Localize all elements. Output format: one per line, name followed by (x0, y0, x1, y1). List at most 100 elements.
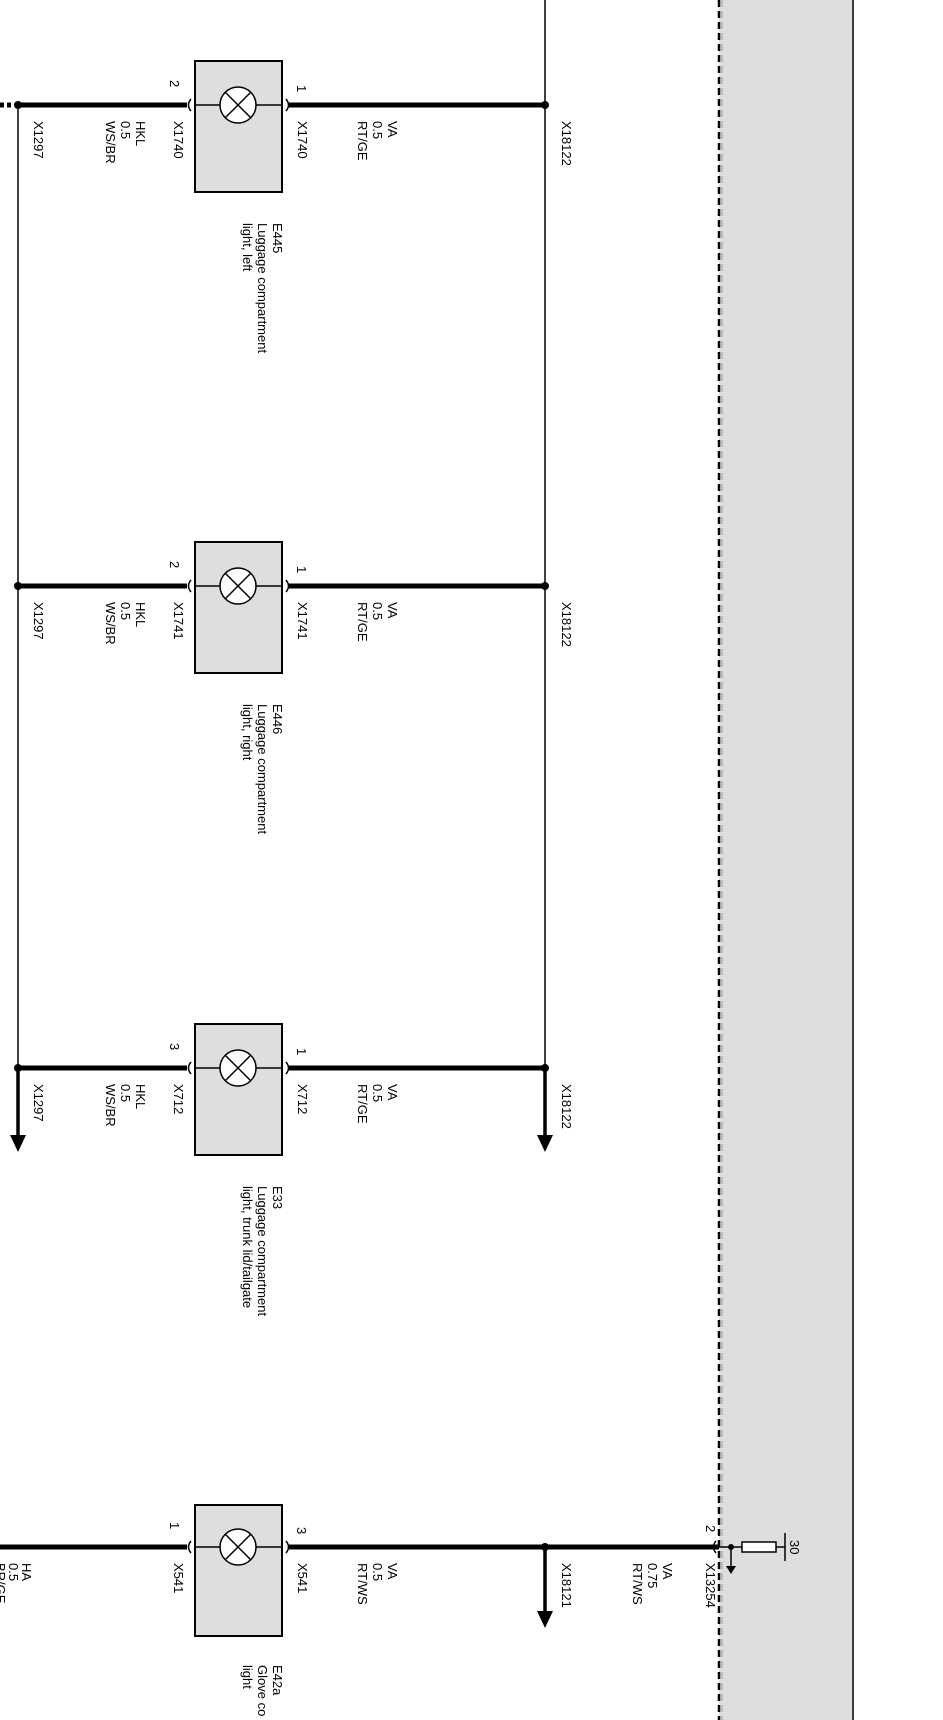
lamp-bulb-cross (224, 1054, 252, 1082)
wire-color-right: RT/GE (355, 602, 370, 642)
lamp-name-line2: light, trunk lid/tailgate (240, 1186, 255, 1308)
splice-dot-right (541, 101, 549, 109)
connector-label-left: X1741 (171, 602, 186, 640)
splice-label-right: X18121 (559, 1563, 574, 1608)
lamp-bulb-cross (224, 572, 252, 600)
splice-dot-right (541, 582, 549, 590)
fuse-wire-color: RT/WS (630, 1563, 645, 1605)
pin-right: 3 (294, 1527, 309, 1534)
splice-label-right: X18122 (559, 1084, 574, 1129)
lamp-name-line2: light, left (240, 223, 255, 272)
wire-code-left: HKL (133, 602, 148, 627)
connector-label-left: X1740 (171, 121, 186, 159)
fuse-wire-code: VA (660, 1563, 675, 1580)
wire-code-left: HKL (133, 121, 148, 146)
wire-code-left: HKL (133, 1084, 148, 1109)
wire-size-right: 0.5 (370, 1084, 385, 1102)
lamp-module (194, 60, 283, 193)
lamp-bulb-cross (224, 91, 252, 119)
lamp-name-line1: Luggage compartment (255, 1186, 270, 1316)
arrow-head-x1297 (10, 1135, 26, 1152)
wire-size-right: 0.5 (370, 121, 385, 139)
lamp-name-line1: Luggage compartment (255, 223, 270, 353)
splice-dot-left (14, 582, 22, 590)
terminal-label: 30 (787, 1540, 802, 1554)
lamp-id: E33 (270, 1186, 285, 1209)
pin-right: 1 (294, 85, 309, 92)
fuse-terminal-30: 30 2 X13254 VA 0.75 RT/WS (630, 1525, 802, 1608)
lamp-e445: 1 2 X1740 X1740 VA 0.5 RT/GE HKL 0.5 WS/… (14, 60, 574, 353)
pin-right: 1 (294, 1048, 309, 1055)
wire-size-left: 0.5 (118, 121, 133, 139)
connector-symbol-right (285, 98, 290, 112)
wire-size-right: 0.5 (370, 1563, 385, 1581)
wire-color-right: RT/GE (355, 1084, 370, 1124)
lamp-name-line2: light, right (240, 704, 255, 761)
lamp-bulb-cross (224, 1533, 252, 1561)
lamp-e33: 1 3 X712 X712 VA 0.5 RT/GE HKL 0.5 WS/BR… (14, 1023, 574, 1316)
splice-dot-left (14, 1064, 22, 1072)
lamp-id: E446 (270, 704, 285, 734)
fuse-pin: 2 (703, 1525, 718, 1532)
wire-code-right: VA (385, 1084, 400, 1101)
connector-symbol-left (187, 98, 192, 112)
connector-label-left: X712 (171, 1084, 186, 1114)
lamp-module (194, 1023, 283, 1156)
wire-code-right: VA (385, 1563, 400, 1580)
wire-size-left: 0.5 (118, 602, 133, 620)
connector-symbol-left (187, 1061, 192, 1075)
splice-label-left: X1297 (31, 602, 46, 640)
fuse-icon (741, 1541, 777, 1553)
wire-size-left: 0.5 (6, 1563, 21, 1581)
connector-symbol-fuse (712, 1540, 717, 1554)
wire-color-left: WS/BR (103, 1084, 118, 1127)
splice-dot-right (541, 1543, 549, 1551)
arrow-head-x18122 (537, 1135, 553, 1152)
splice-label-right: X18122 (559, 602, 574, 647)
wire-color-left: BR/GE (0, 1563, 8, 1604)
lamp-e446: 1 2 X1741 X1741 VA 0.5 RT/GE HKL 0.5 WS/… (14, 541, 574, 834)
splice-label-left: X1297 (31, 1084, 46, 1122)
fuse-ground-arrow-icon (726, 1566, 736, 1574)
arrow-head-x18121 (537, 1611, 553, 1628)
lamp-id: E445 (270, 223, 285, 253)
wire-color-left: WS/BR (103, 602, 118, 645)
wire-code-left: HA (19, 1563, 34, 1581)
control-module-area (719, 0, 853, 1720)
splice-label-right: X18122 (559, 121, 574, 166)
wire-size-left: 0.5 (118, 1084, 133, 1102)
lamp-name-line2: light (240, 1665, 255, 1689)
wire-size-right: 0.5 (370, 602, 385, 620)
pin-left: 2 (167, 561, 182, 568)
pin-left: 3 (167, 1043, 182, 1050)
lamp-e42a: 3 1 X541 X541 VA 0.5 RT/WS HA 0.5 BR/GE … (0, 1504, 719, 1716)
splice-dot-right (541, 1064, 549, 1072)
splice-label-left: X1297 (31, 121, 46, 159)
connector-symbol-right (285, 579, 290, 593)
connector-label-right: X712 (295, 1084, 310, 1114)
pin-left: 2 (167, 80, 182, 87)
pin-right: 1 (294, 566, 309, 573)
wire-color-right: RT/WS (355, 1563, 370, 1605)
fuse-connector-label: X13254 (703, 1563, 718, 1608)
connector-symbol-right (285, 1061, 290, 1075)
lamp-module (194, 1504, 283, 1637)
connector-symbol-right (285, 1540, 290, 1554)
wire-color-left: WS/BR (103, 121, 118, 164)
fuse-wire-size: 0.75 (645, 1563, 660, 1588)
lamp-name-line1: Glove co (255, 1665, 270, 1716)
splice-dot-left (14, 101, 22, 109)
connector-label-right: X1740 (295, 121, 310, 159)
wire-code-right: VA (385, 602, 400, 619)
connector-label-left: X541 (171, 1563, 186, 1593)
lamp-module (194, 541, 283, 674)
pin-left: 1 (167, 1522, 182, 1529)
lamp-name-line1: Luggage compartment (255, 704, 270, 834)
connector-symbol-left (187, 1540, 192, 1554)
lamp-id: E42a (270, 1665, 285, 1696)
wire-code-right: VA (385, 121, 400, 138)
wire-color-right: RT/GE (355, 121, 370, 161)
connector-symbol-left (187, 579, 192, 593)
connector-label-right: X541 (295, 1563, 310, 1593)
